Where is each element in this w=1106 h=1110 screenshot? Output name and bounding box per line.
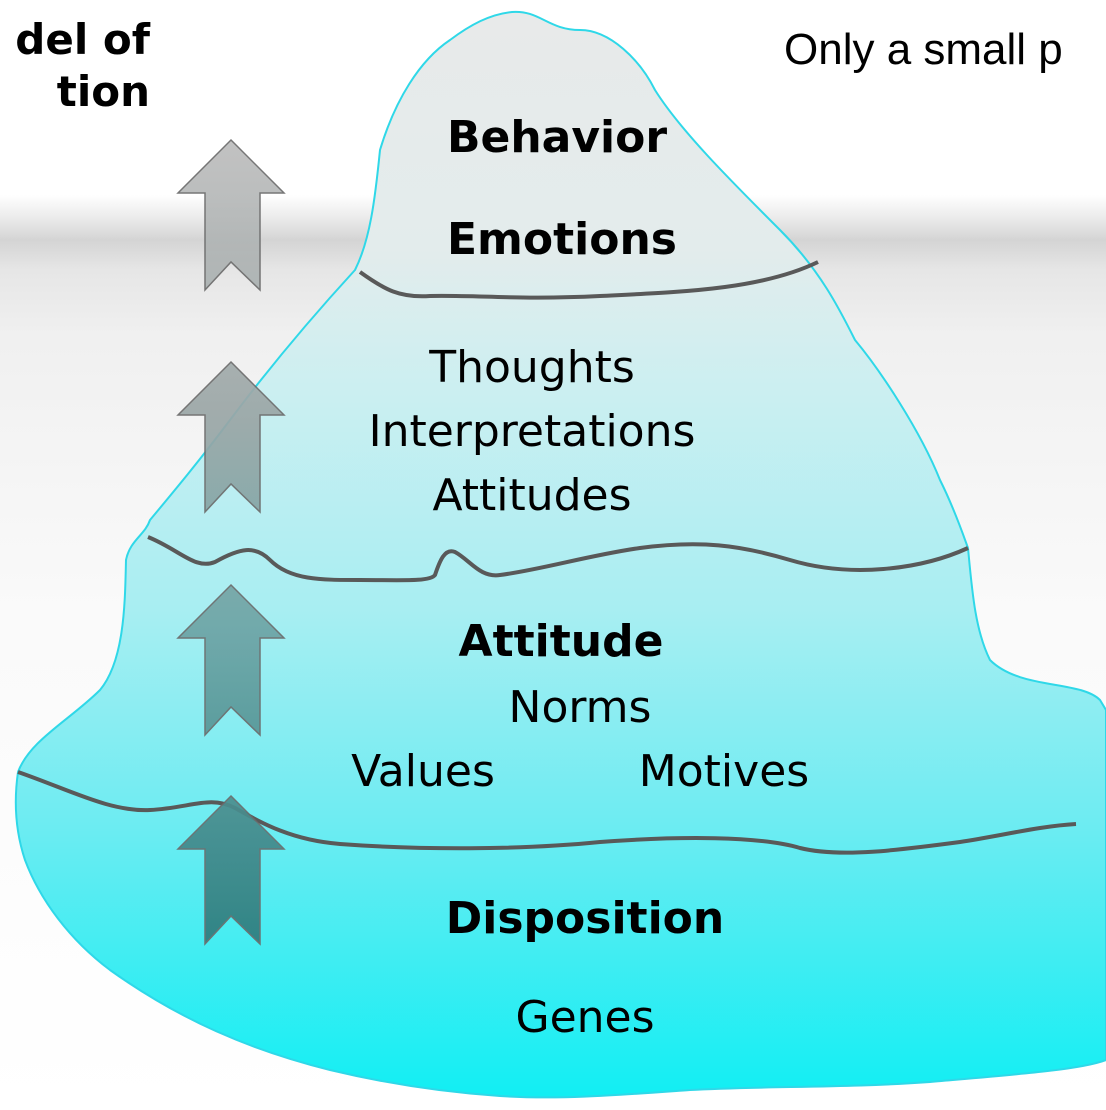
label-thoughts: Thoughts — [429, 342, 635, 393]
caption-note: Only a small p — [784, 25, 1063, 74]
title-line-2: tion — [56, 67, 150, 116]
layer-line-middle — [147, 535, 969, 583]
diagram-title: del of tion — [0, 14, 150, 118]
label-disposition: Disposition — [445, 893, 725, 944]
up-arrow-icon — [176, 794, 286, 946]
label-norms: Norms — [508, 682, 652, 733]
label-interpretations: Interpretations — [368, 406, 696, 457]
title-line-1: del of — [15, 15, 150, 64]
label-behavior: Behavior — [446, 112, 668, 163]
label-motives: Motives — [638, 746, 810, 797]
label-values: Values — [351, 746, 495, 797]
arrow-group — [176, 138, 286, 946]
label-attitude: Attitude — [458, 616, 664, 667]
layer-line-upper — [358, 260, 819, 300]
up-arrow-icon — [176, 583, 286, 737]
up-arrow-icon — [176, 360, 286, 514]
label-attitudes: Attitudes — [432, 470, 632, 521]
up-arrow-icon — [176, 138, 286, 292]
label-emotions: Emotions — [447, 214, 677, 265]
label-genes: Genes — [515, 992, 655, 1043]
layer-line-lower — [17, 770, 1077, 855]
